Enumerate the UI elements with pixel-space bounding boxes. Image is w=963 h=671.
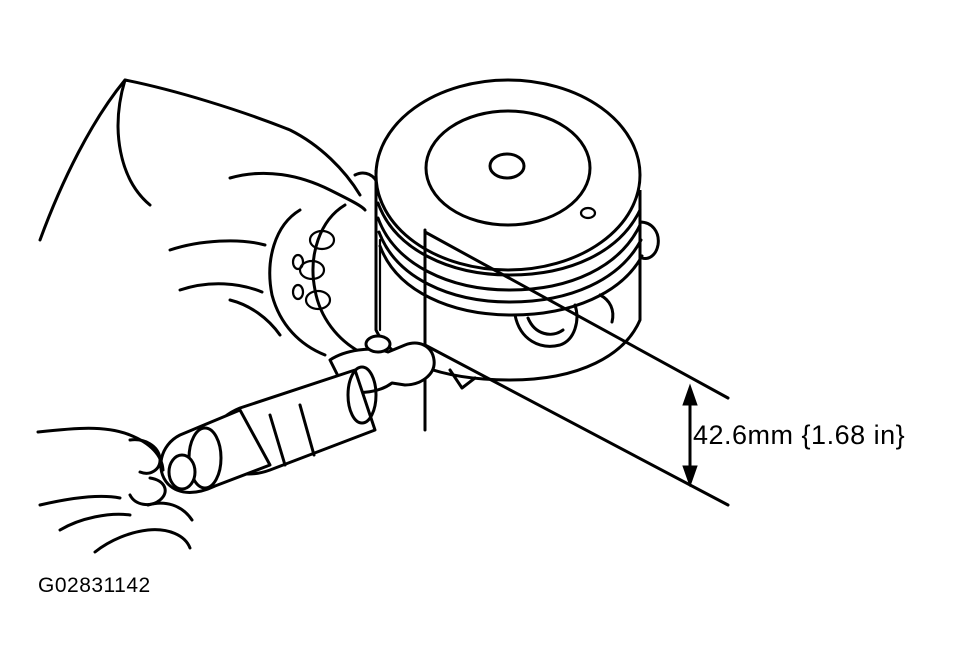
arrow-down-icon — [682, 465, 698, 488]
dimension-arrows — [682, 383, 698, 488]
piston — [374, 78, 660, 390]
arrow-up-icon — [682, 383, 698, 406]
micrometer — [159, 334, 436, 494]
measurement-lines — [378, 228, 730, 507]
lower-hand — [36, 426, 194, 554]
fixture-plate — [268, 203, 362, 357]
upper-hand — [38, 78, 380, 337]
dimension-label: 42.6mm {1.68 in} — [693, 420, 906, 450]
figure-id: G02831142 — [38, 574, 151, 597]
